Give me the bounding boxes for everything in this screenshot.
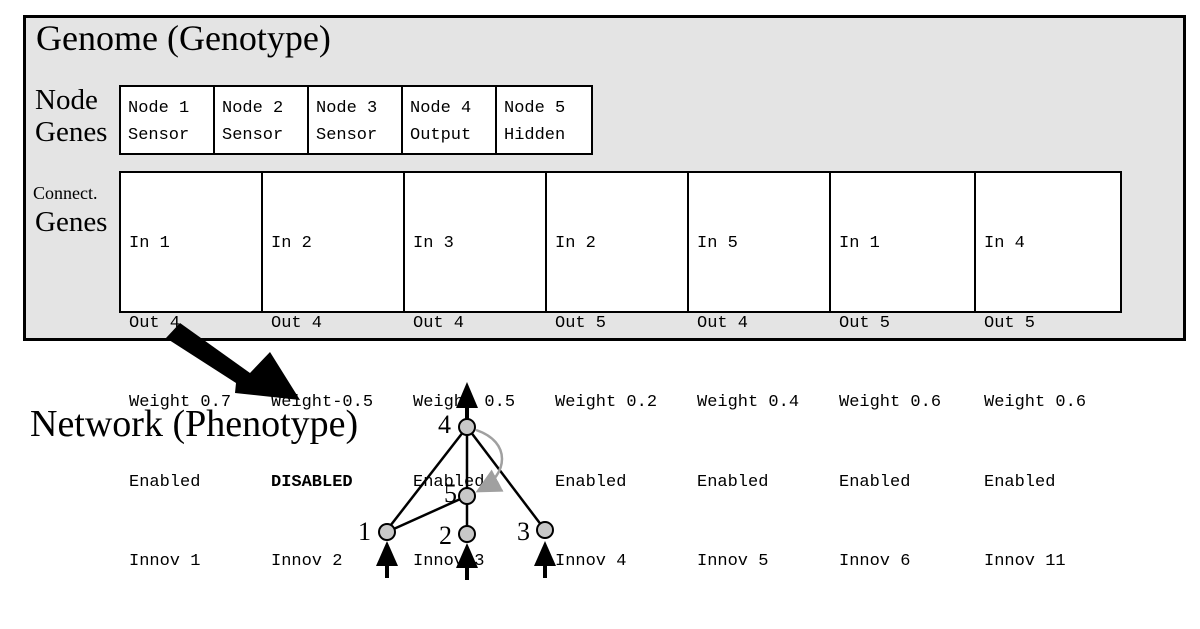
phenotype-diagram: 4 5 1 2 3 <box>166 323 556 580</box>
gene-innov: Innov 2 <box>271 552 343 571</box>
gene-innov: Innov 3 <box>413 552 485 571</box>
connection-genes-row: In 1 Out 4 Weight 0.7 Enabled Innov 1 In… <box>119 171 1122 571</box>
connection-gene-1: In 1 Out 4 Weight 0.7 Enabled Innov 1 <box>121 173 263 571</box>
connection-gene-5: In 5 Out 4 Weight 0.4 Enabled Innov 5 <box>689 173 831 571</box>
genome-title: Genome (Genotype) <box>36 18 331 58</box>
network-node-5 <box>458 487 476 505</box>
connection-gene-6: In 1 Out 5 Weight 0.6 Enabled Innov 6 <box>831 173 976 571</box>
gene-innov: Innov 1 <box>129 552 201 571</box>
network-node-1 <box>378 523 396 541</box>
node-gene-name: Node 5 <box>504 99 566 118</box>
gene-weight: Weight 0.4 <box>697 393 800 412</box>
node-label-1: 1 <box>358 517 371 546</box>
network-node-4 <box>458 418 476 436</box>
node-label-3: 3 <box>517 517 530 546</box>
gene-in: In 3 <box>413 234 454 253</box>
gene-status: Enabled <box>555 472 627 492</box>
recurrent-edge-4-5 <box>475 428 504 493</box>
node-gene-5: Node 5 Hidden <box>497 87 591 153</box>
node-gene-type: Sensor <box>316 126 378 145</box>
gene-in: In 1 <box>839 234 880 253</box>
gene-in: In 2 <box>271 234 312 253</box>
node-gene-type: Sensor <box>222 126 284 145</box>
gene-status: Enabled <box>697 472 769 492</box>
gene-innov: Innov 6 <box>839 552 911 571</box>
network-node-3 <box>536 521 554 539</box>
node-gene-3: Node 3 Sensor <box>309 87 403 153</box>
node-gene-2: Node 2 Sensor <box>215 87 309 153</box>
gene-out: Out 4 <box>129 313 181 333</box>
node-genes-label: Node Genes <box>35 84 107 148</box>
gene-in: In 4 <box>984 234 1025 253</box>
edge-1-4 <box>386 426 468 531</box>
gene-out: Out 4 <box>413 313 465 333</box>
connection-genes-label: Genes <box>35 206 108 238</box>
node-gene-type: Hidden <box>504 126 566 145</box>
node-genes-row: Node 1 Sensor Node 2 Sensor Node 3 Sensor N… <box>119 85 593 155</box>
gene-out: Out 5 <box>984 313 1036 333</box>
connection-genes-label-small: Connect. <box>33 183 98 203</box>
gene-innov: Innov 5 <box>697 552 769 571</box>
gene-in: In 5 <box>697 234 738 253</box>
node-gene-1: Node 1 Sensor <box>121 87 215 153</box>
network-node-2 <box>458 525 476 543</box>
edge-1-5 <box>386 494 468 534</box>
node-gene-name: Node 3 <box>316 99 378 118</box>
gene-in: In 2 <box>555 234 596 253</box>
phenotype-title: Network (Phenotype) <box>30 403 359 445</box>
connection-gene-7: In 4 Out 5 Weight 0.6 Enabled Innov 11 <box>976 173 1120 571</box>
gene-out: Out 5 <box>555 313 607 333</box>
gene-out: Out 4 <box>271 313 323 333</box>
gene-innov: Innov 11 <box>984 552 1066 571</box>
gene-innov: Innov 4 <box>555 552 627 571</box>
gene-in: In 1 <box>129 234 170 253</box>
gene-status-disabled: DISABLED <box>271 472 353 492</box>
node-label-5: 5 <box>444 479 457 508</box>
node-gene-name: Node 2 <box>222 99 284 118</box>
node-gene-name: Node 1 <box>128 99 190 118</box>
gene-weight: Weight 0.7 <box>129 393 232 412</box>
gene-out: Out 4 <box>697 313 749 333</box>
gene-status: Enabled <box>984 472 1056 492</box>
gene-status: Enabled <box>129 472 201 492</box>
node-label-4: 4 <box>438 410 451 439</box>
node-gene-name: Node 4 <box>410 99 472 118</box>
node-gene-type: Output <box>410 126 472 145</box>
node-gene-4: Node 4 Output <box>403 87 497 153</box>
gene-out: Out 5 <box>839 313 891 333</box>
node-gene-type: Sensor <box>128 126 190 145</box>
node-genes-label-line1: Node <box>35 84 98 116</box>
edge-3-4 <box>466 426 546 531</box>
gene-status: Enabled <box>839 472 911 492</box>
node-label-2: 2 <box>439 521 452 550</box>
input-arrow-icon-2 <box>456 543 478 568</box>
gene-weight: Weight 0.6 <box>984 393 1087 412</box>
input-arrow-icon-1 <box>376 541 398 566</box>
output-arrow-icon <box>456 382 478 408</box>
gene-weight: Weight 0.2 <box>555 393 658 412</box>
connection-gene-4: In 2 Out 5 Weight 0.2 Enabled Innov 4 <box>547 173 689 571</box>
gene-weight: Weight 0.6 <box>839 393 942 412</box>
node-genes-label-line2: Genes <box>35 116 108 148</box>
input-arrow-icon-3 <box>534 541 556 566</box>
mapping-arrow-icon <box>166 323 300 400</box>
